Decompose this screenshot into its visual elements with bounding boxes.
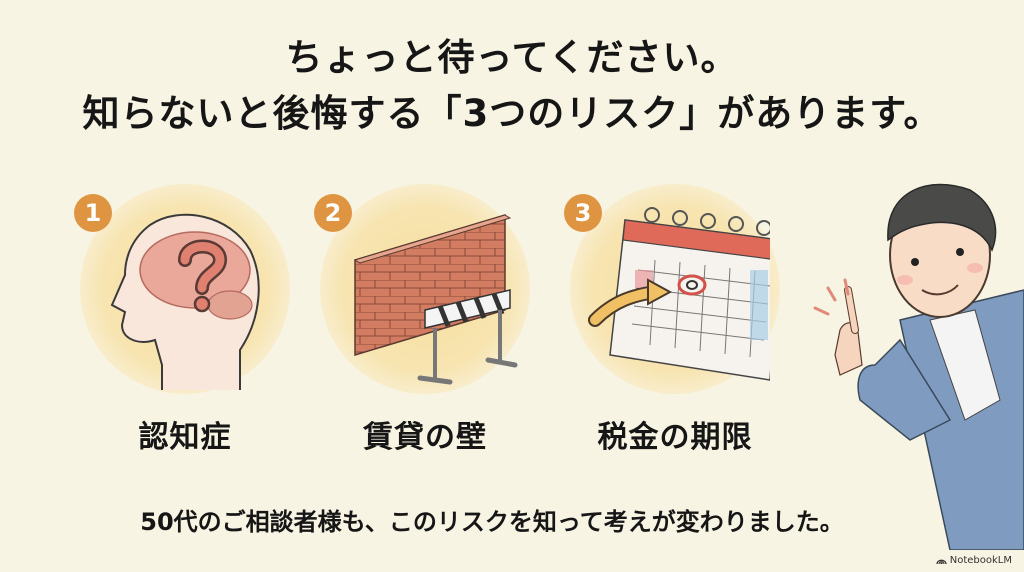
brain-question-icon	[110, 213, 260, 390]
risk-label: 認知症	[138, 420, 232, 455]
page-title: ちょっと待ってください。 知らないと後悔する「3つのリスク」があります。	[0, 30, 1024, 142]
presenter-illustration	[813, 183, 1024, 550]
number-badge: 3	[564, 194, 602, 232]
brand-label: NotebookLM	[949, 555, 1012, 566]
title-line-1: ちょっと待ってください。	[285, 36, 739, 79]
brand-watermark: NotebookLM	[936, 555, 1012, 566]
calendar-deadline-icon	[588, 207, 770, 381]
risk-card-tax-deadline: 3 税金の期限	[550, 180, 800, 460]
title-line-2: 知らないと後悔する「3つのリスク」があります。	[82, 92, 942, 135]
subtitle-text: 50代のご相談者様も、このリスクを知って考えが変わりました。	[140, 508, 844, 536]
brick-wall-barrier-icon	[353, 213, 518, 385]
number-badge: 1	[74, 194, 112, 232]
risk-card-rental-wall: 2 賃貸の壁	[300, 180, 550, 460]
number-badge: 2	[314, 194, 352, 232]
risk-label: 賃貸の壁	[363, 420, 487, 455]
risk-label: 税金の期限	[597, 420, 753, 455]
risk-card-dementia: 1 認知症	[60, 180, 310, 460]
notebooklm-logo-icon	[936, 559, 947, 565]
